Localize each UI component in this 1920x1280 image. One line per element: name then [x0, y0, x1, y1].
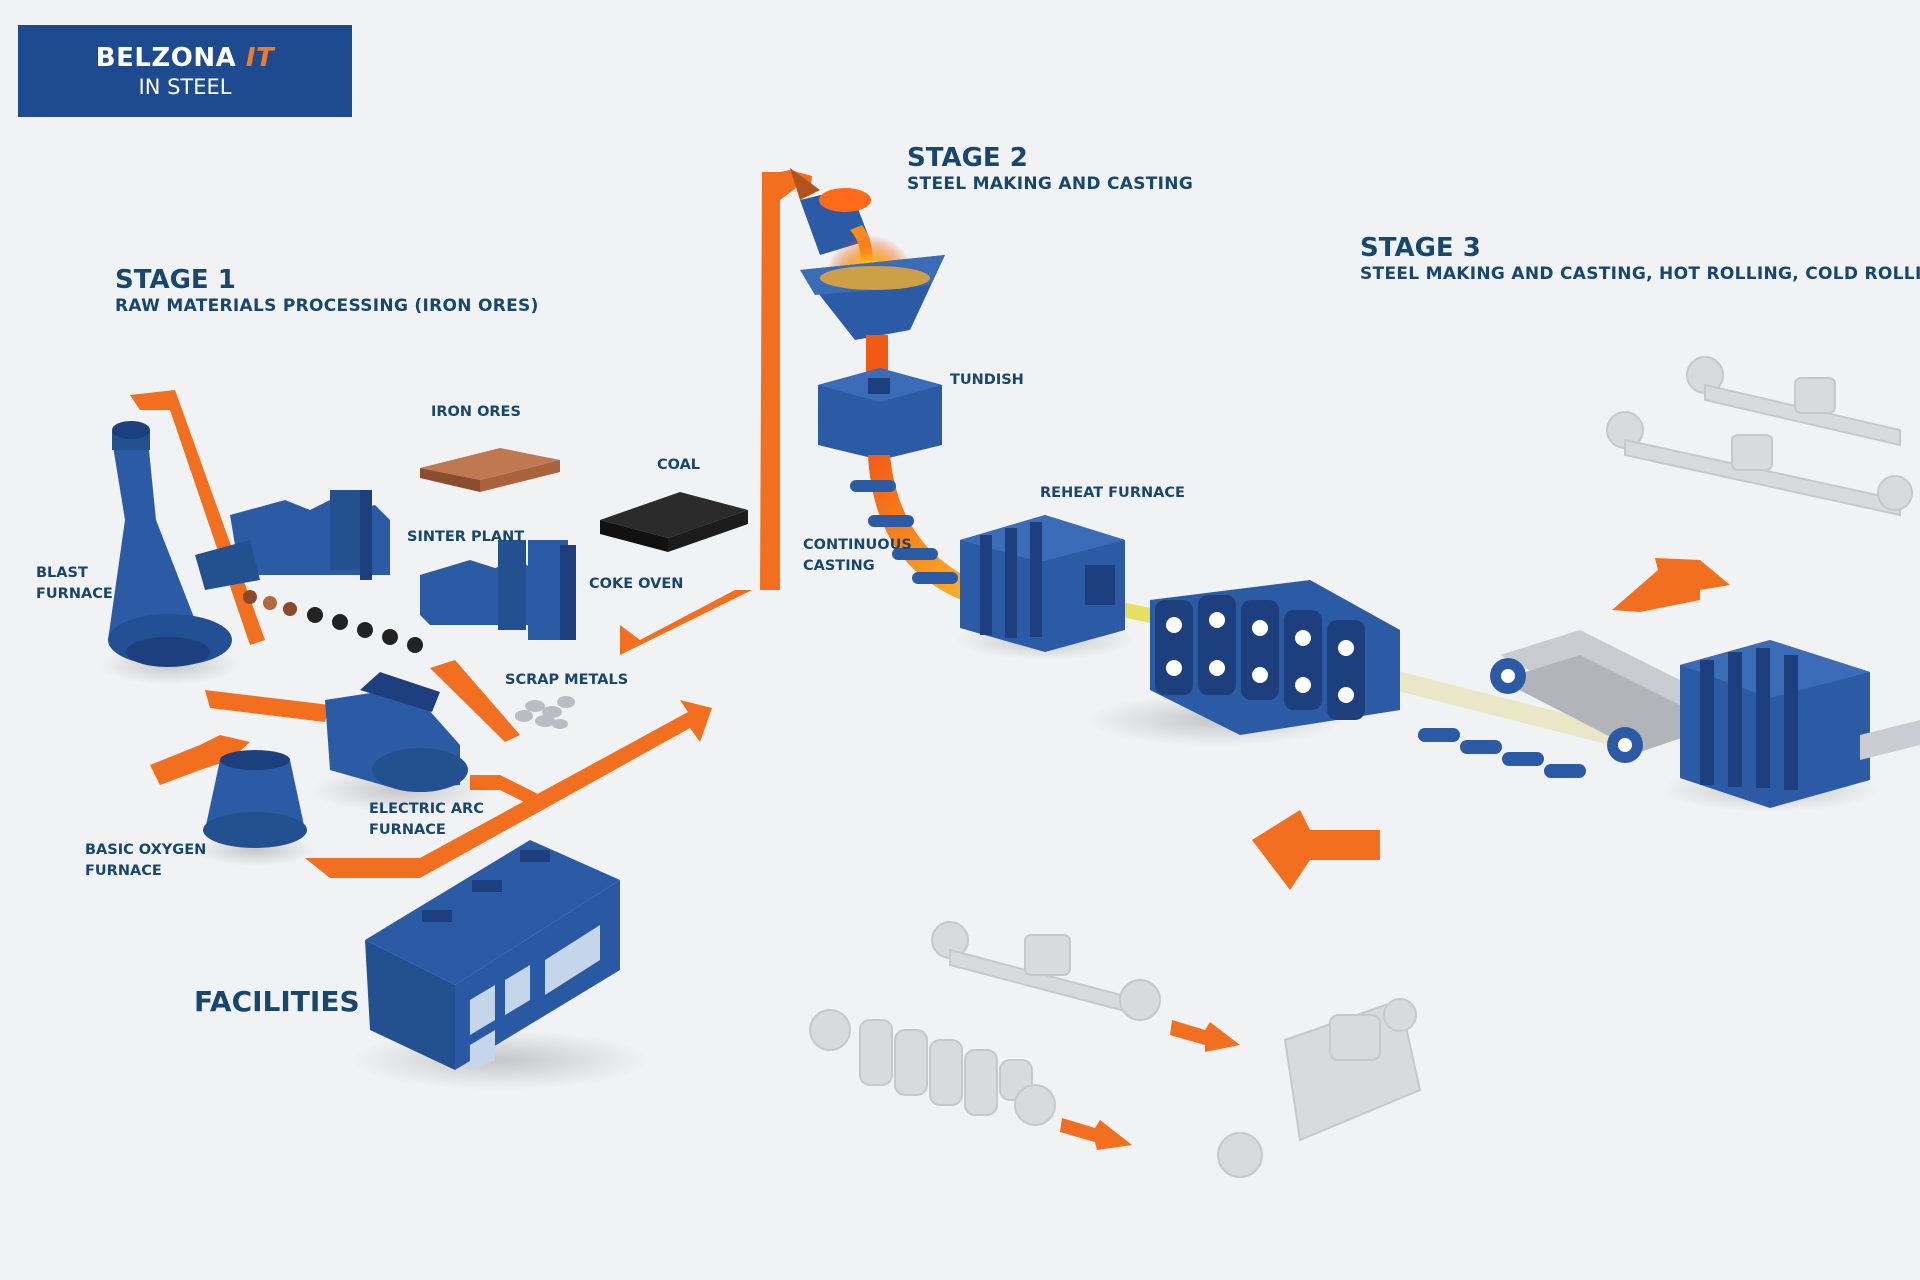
facilities-building [350, 840, 650, 1090]
label-sinter-plant: SINTER PLANT [407, 529, 525, 545]
stage2-subtitle: STEEL MAKING AND CASTING [907, 174, 1194, 194]
label-basic-oxygen-furnace: BASIC OXYGEN FURNACE [85, 840, 206, 882]
label-continuous-casting: CONTINUOUS CASTING [803, 535, 912, 577]
flow-arrow-to-eaf [205, 690, 330, 722]
ghost-line-lower-1 [931, 921, 1161, 1021]
stage2-title: STAGE 2 [907, 143, 1028, 173]
coal [600, 492, 748, 552]
scrap-metals [515, 696, 575, 729]
label-blast-furnace-line2: FURNACE [36, 586, 113, 602]
flow-arrow-down [1252, 810, 1380, 890]
iron-ores [420, 448, 560, 492]
flow-arrow-small-2 [1060, 1118, 1132, 1150]
label-facilities: FACILITIES [194, 985, 360, 1018]
sinter-plant [420, 540, 576, 640]
ghost-line-lower-3 [1217, 998, 1422, 1178]
flow-arrow-to-ladle [305, 700, 712, 878]
ghost-line-upper [1606, 356, 1913, 517]
belzona-logo: BELZONA IT IN STEEL [18, 25, 352, 117]
brand-name: BELZONA [95, 43, 237, 73]
label-scrap-metals: SCRAP METALS [505, 672, 629, 688]
hopper [800, 255, 945, 340]
label-continuous-line1: CONTINUOUS [803, 537, 912, 553]
brand-accent: IT [245, 43, 275, 73]
electric-arc-furnace [310, 672, 490, 812]
reheat-furnace [955, 515, 1135, 660]
stage3-title: STAGE 3 [1360, 233, 1481, 263]
stage1-title: STAGE 1 [115, 265, 236, 295]
coiler-belt [1490, 630, 1720, 763]
tundish [818, 368, 942, 460]
flow-arrow-scrap [430, 660, 520, 742]
label-continuous-line2: CASTING [803, 558, 875, 574]
blast-furnace [100, 421, 240, 685]
flow-arrow-riser-head [790, 168, 820, 200]
flow-arrow-riser [620, 170, 812, 655]
label-basic-oxygen-line1: BASIC OXYGEN [85, 842, 207, 858]
stage1-subtitle: RAW MATERIALS PROCESSING (IRON ORES) [115, 296, 539, 316]
cold-strip [1355, 660, 1610, 745]
raw-pellets [243, 590, 423, 653]
ghost-line-lower-2 [809, 1009, 1056, 1126]
sinter-blocks [195, 490, 390, 590]
basic-oxygen-furnace [195, 750, 315, 866]
runout-rollers [1418, 728, 1586, 778]
label-coke-oven: COKE OVEN [589, 576, 684, 592]
casting-rollers [850, 480, 958, 584]
label-electric-arc-furnace: ELECTRIC ARC FURNACE [369, 799, 484, 841]
label-blast-furnace-line1: BLAST [36, 565, 88, 581]
flow-arrow-eaf-branch [470, 775, 540, 810]
flow-arrow-bof-in [150, 735, 250, 785]
roughing-mill [1085, 580, 1400, 746]
label-blast-furnace: BLAST FURNACE [36, 563, 113, 605]
stage3-subtitle: STEEL MAKING AND CASTING, HOT ROLLING, C… [1360, 264, 1920, 284]
label-electric-arc-line2: FURNACE [369, 822, 446, 838]
label-basic-oxygen-line2: FURNACE [85, 863, 162, 879]
brand-subtitle: IN STEEL [138, 75, 232, 99]
label-iron-ores: IRON ORES [431, 404, 521, 420]
label-electric-arc-line1: ELECTRIC ARC [369, 801, 484, 817]
flow-arrow-up [1612, 558, 1730, 612]
label-tundish: TUNDISH [950, 372, 1024, 388]
label-coal: COAL [657, 457, 701, 473]
flow-arrow-small-1 [1170, 1020, 1240, 1052]
label-reheat-furnace: REHEAT FURNACE [1040, 485, 1185, 501]
finishing-furnace [1660, 640, 1920, 812]
